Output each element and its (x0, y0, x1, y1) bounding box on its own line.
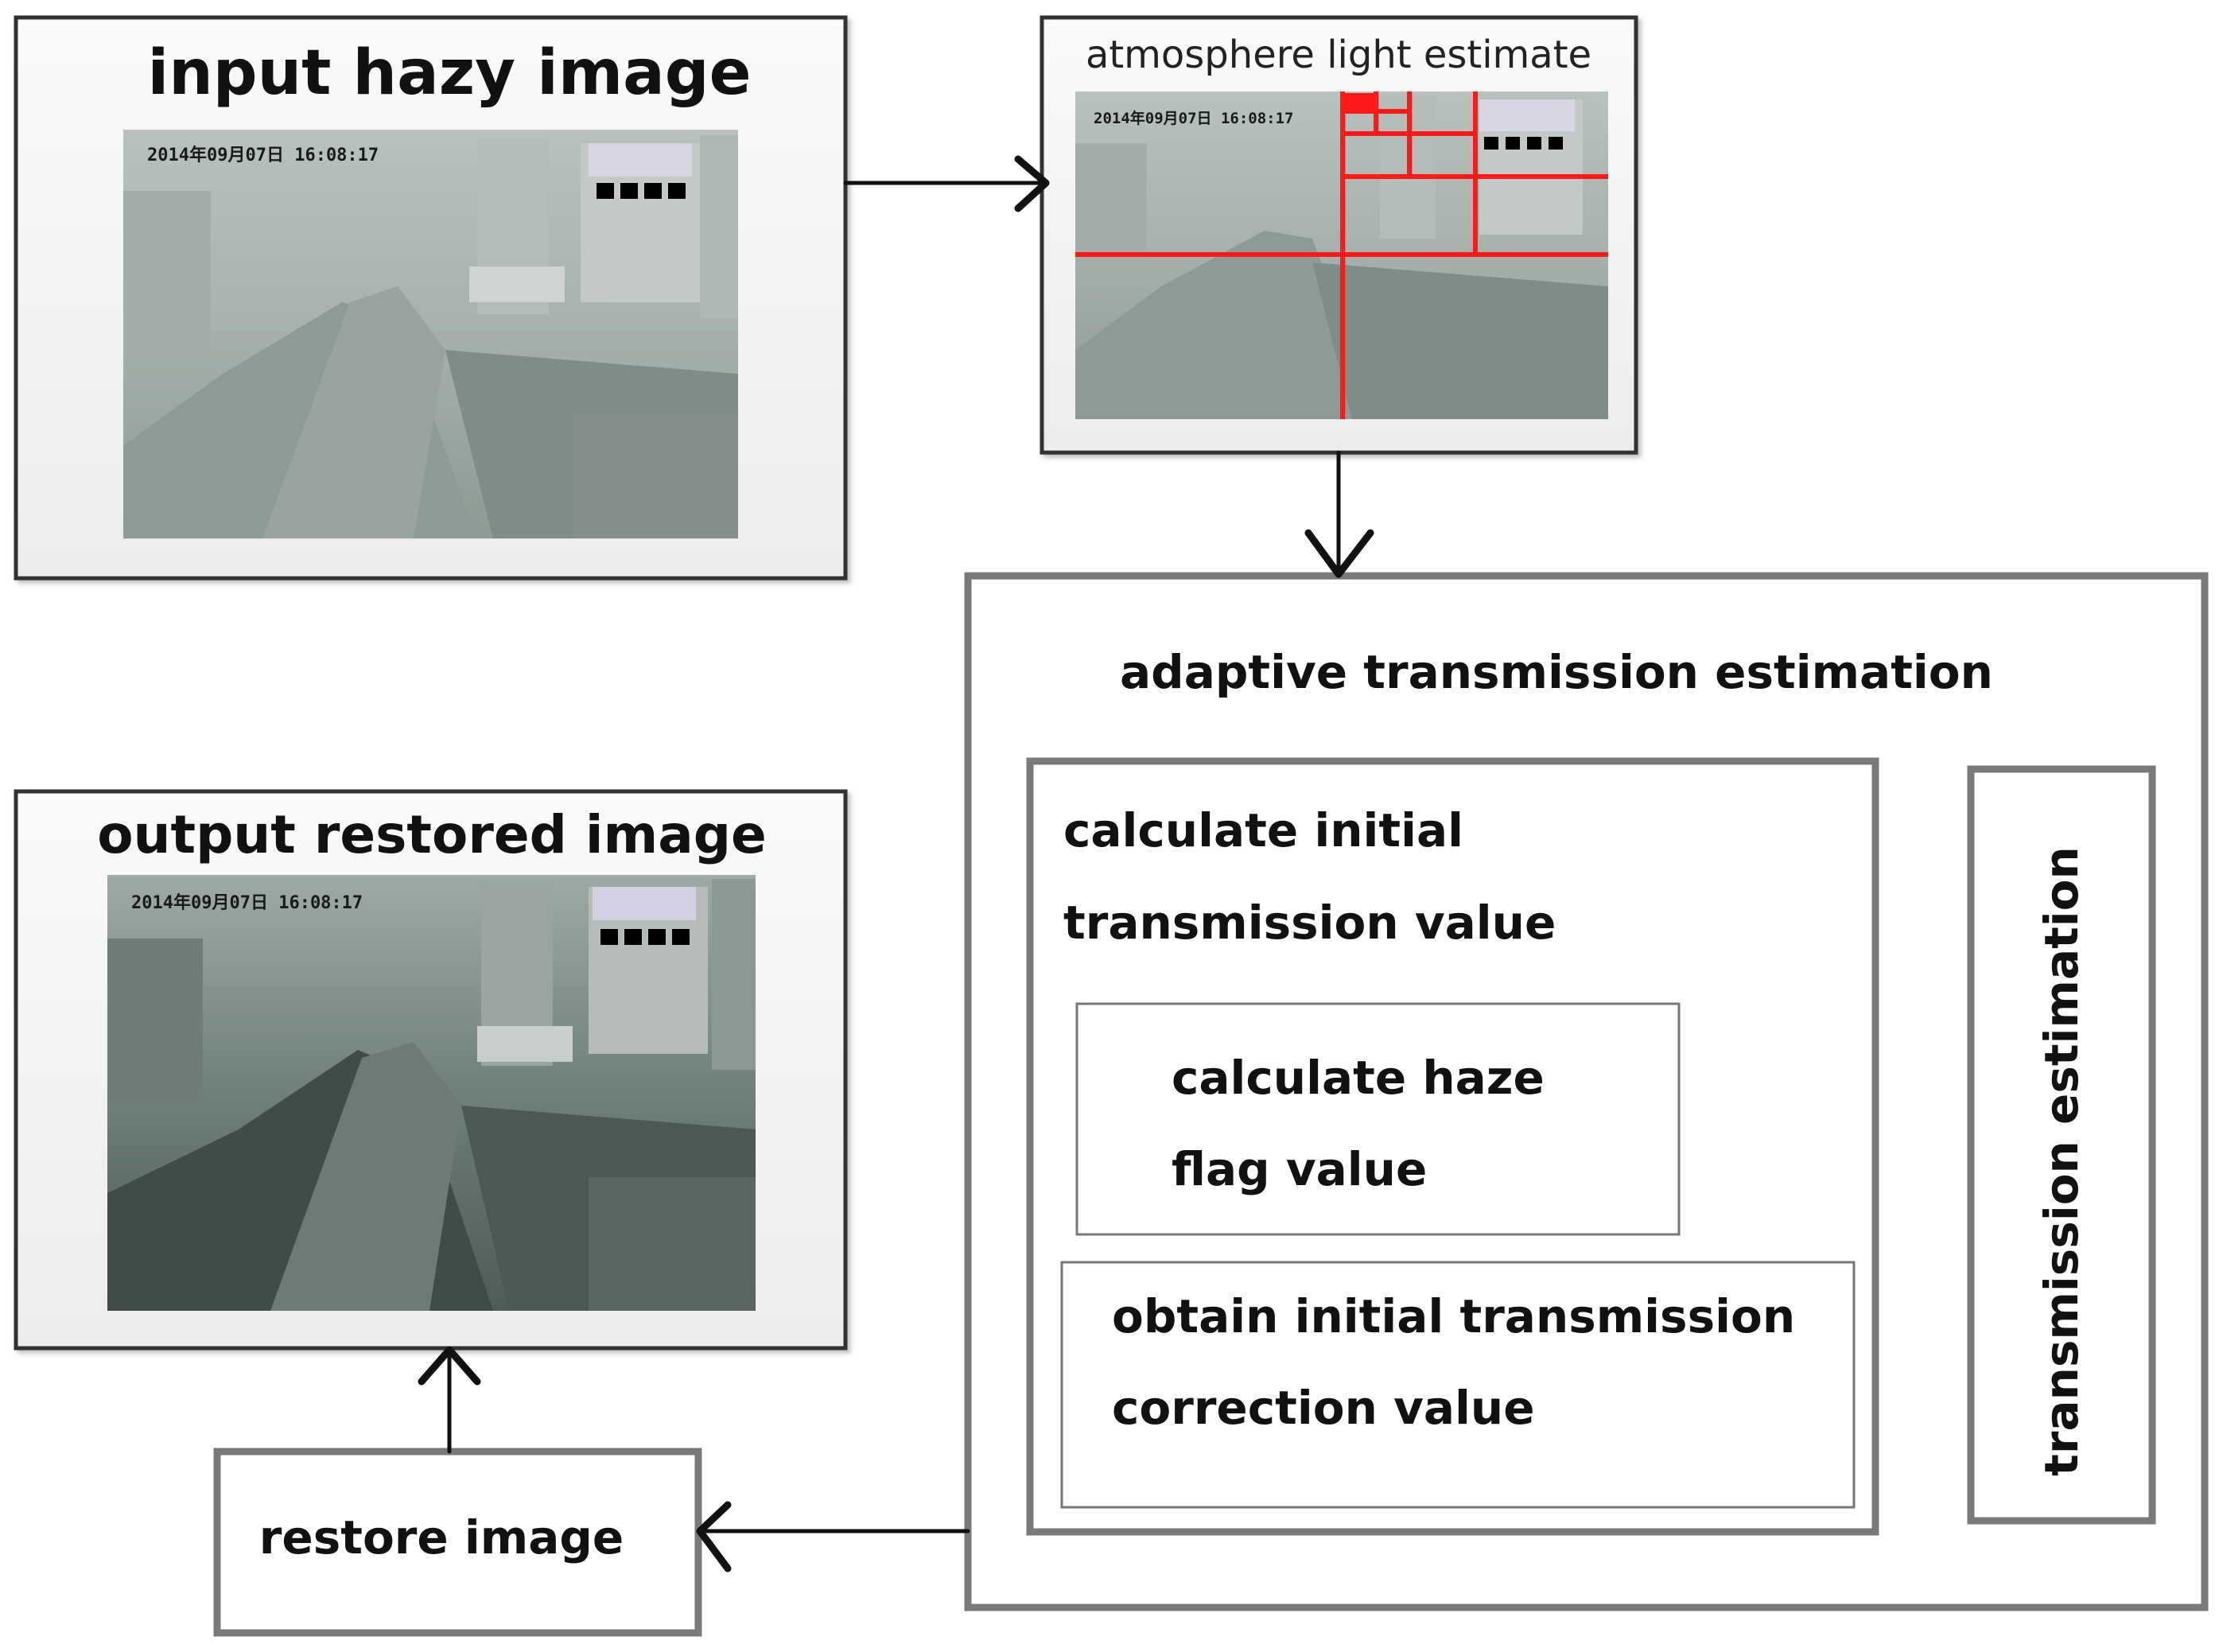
output-panel-title: output restored image (97, 804, 767, 865)
arrow-atmosphere-to-adaptive (1304, 450, 1374, 578)
output-restored-image-panel: output restored image 2014年09月07日 16:08:… (14, 789, 848, 1351)
brightest-block-highlight (1344, 93, 1376, 111)
output-restored-photo: 2014年09月07日 16:08:17 (107, 875, 756, 1311)
adaptive-transmission-box: adaptive transmission estimation calcula… (964, 572, 2209, 1611)
correction-box: obtain initial transmission correction v… (1060, 1261, 1856, 1509)
restore-image-box: restore image (213, 1448, 702, 1637)
input-panel-title: input hazy image (147, 37, 751, 109)
initial-line-1: calculate initial (1063, 803, 1463, 857)
correction-line-1: obtain initial transmission (1112, 1289, 1795, 1343)
initial-line-2: transmission value (1063, 896, 1556, 950)
arrow-adaptive-to-restore (696, 1501, 970, 1572)
transmission-estimation-box: transmission estimation (1967, 765, 2156, 1525)
atmosphere-photo-timestamp: 2014年09月07日 16:08:17 (1094, 109, 1293, 127)
arrow-input-to-atmosphere (843, 155, 1050, 212)
atmosphere-light-panel: atmosphere light estimate 2014年09月07日 16… (1040, 15, 1638, 455)
atmosphere-photo: 2014年09月07日 16:08:17 (1075, 91, 1608, 419)
transmission-estimation-label: transmission estimation (2034, 846, 2089, 1476)
input-photo-timestamp: 2014年09月07日 16:08:17 (147, 145, 379, 165)
input-hazy-photo: 2014年09月07日 16:08:17 (123, 130, 738, 538)
haze-flag-box: calculate haze flag value (1075, 1002, 1681, 1236)
restore-image-label: restore image (259, 1510, 624, 1565)
atmosphere-panel-title: atmosphere light estimate (1086, 33, 1591, 77)
haze-flag-line-1: calculate haze (1172, 1051, 1545, 1105)
input-hazy-image-panel: input hazy image 2014年09月07日 16:08:17 (14, 15, 848, 581)
initial-transmission-box: calculate initial transmission value cal… (1026, 757, 1879, 1536)
output-photo-timestamp: 2014年09月07日 16:08:17 (131, 892, 363, 913)
haze-flag-line-2: flag value (1172, 1142, 1427, 1196)
arrow-restore-to-output (418, 1346, 481, 1454)
adaptive-box-title: adaptive transmission estimation (1120, 645, 1993, 699)
correction-line-2: correction value (1112, 1381, 1535, 1435)
